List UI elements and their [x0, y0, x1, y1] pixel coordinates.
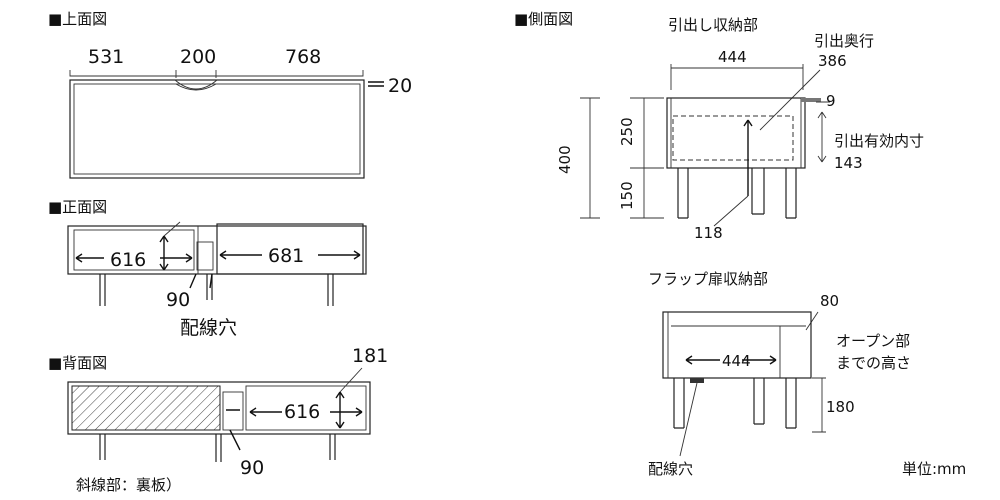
drawer-height-dims: [580, 97, 830, 219]
flap-dim-80: 80: [820, 292, 839, 310]
front-dim-616: 616: [110, 249, 146, 271]
back-dim-90: 90: [240, 457, 264, 479]
back-hatch-note: 斜線部：裏板）: [76, 476, 181, 494]
top-dim-20: 20: [388, 75, 412, 97]
front-dim-arrows: [75, 221, 361, 289]
drawer-dim-250: 250: [618, 117, 636, 146]
flap-dim-180: 180: [826, 398, 855, 416]
drawer-dim-118: 118: [694, 224, 723, 242]
top-view-header: ■上面図: [48, 10, 107, 28]
back-dim-616: 616: [284, 401, 320, 423]
flap-80-leader: [805, 311, 819, 331]
flap-arrow-right: [742, 355, 777, 365]
flap-opening-label-1: オープン部: [836, 332, 910, 350]
drawer-dim-150: 150: [618, 181, 636, 210]
flap-cable-hole-label: 配線穴: [648, 460, 693, 478]
drawer-title: 引出し収納部: [668, 16, 758, 34]
flap-opening-label-2: までの高さ: [836, 354, 911, 372]
drawer-dim-400: 400: [556, 145, 574, 174]
flap-cable-leader: [679, 382, 698, 457]
unit-label: 単位:mm: [902, 460, 966, 478]
drawer-depth-leader: [759, 69, 821, 131]
drawer-118-leader: [713, 195, 749, 227]
drawer-depth-label: 引出奥行: [814, 32, 874, 50]
flap-title: フラップ扉収納部: [648, 270, 768, 288]
drawer-width-dim-line: [670, 64, 804, 90]
flap-arrow-left: [685, 355, 720, 365]
flap-side-outline: [662, 311, 812, 429]
front-dim-681: 681: [268, 245, 304, 267]
top-dim-200: 200: [180, 46, 216, 68]
drawer-dim-9: 9: [826, 92, 836, 110]
top-dim-531: 531: [88, 46, 124, 68]
back-dim-arrows: [226, 367, 363, 451]
top-dim-20-marker: [368, 81, 384, 87]
back-dim-181: 181: [352, 345, 388, 367]
front-cable-hole-label: 配線穴: [180, 317, 237, 339]
drawer-effective-value: 143: [834, 154, 863, 172]
top-dim-768: 768: [285, 46, 321, 68]
front-view-header: ■正面図: [48, 198, 107, 216]
drawer-side-outline: [666, 97, 821, 219]
side-view-header: ■側面図: [514, 10, 573, 28]
front-dim-90: 90: [166, 289, 190, 311]
front-view-outline: [67, 223, 367, 306]
top-view-outline: [69, 79, 365, 179]
drawer-dim-444: 444: [718, 48, 747, 66]
back-view-outline: [67, 381, 371, 462]
top-dim-lines: [69, 70, 364, 78]
back-panel-hatch: [71, 385, 221, 431]
flap-dim-444: 444: [722, 352, 751, 370]
drawer-depth-value: 386: [818, 52, 847, 70]
drawer-inner-arrow: [743, 119, 753, 196]
flap-height-dim-line: [812, 377, 826, 433]
back-view-header: ■背面図: [48, 354, 107, 372]
drawer-effective-label: 引出有効内寸: [834, 132, 924, 150]
